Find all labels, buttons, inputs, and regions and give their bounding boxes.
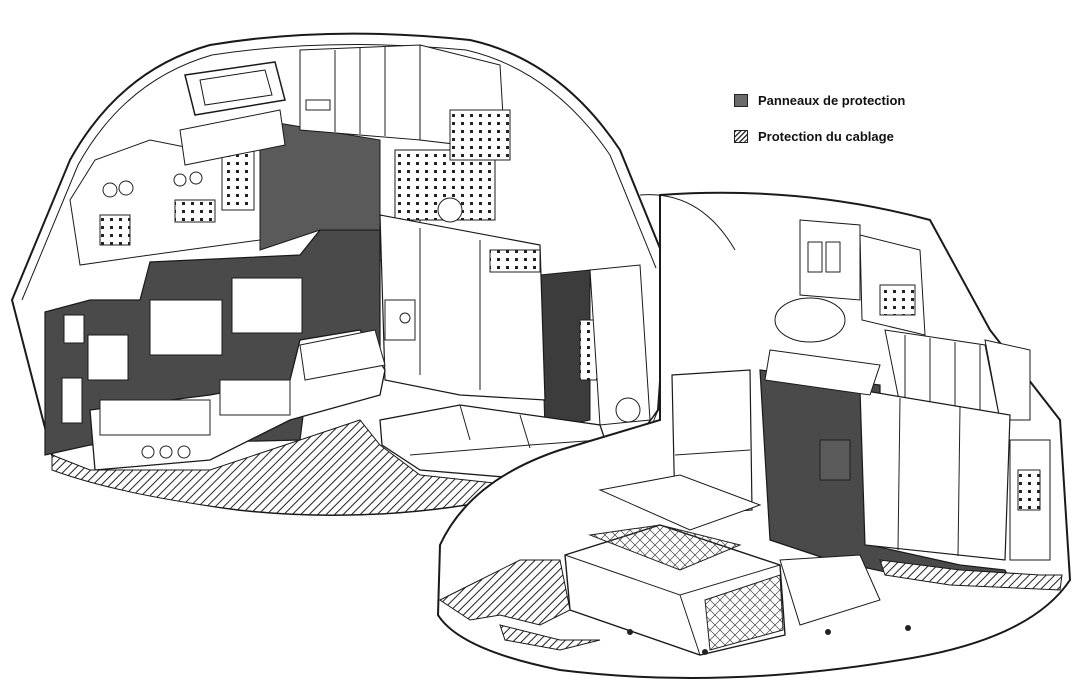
legend-label: Panneaux de protection xyxy=(758,92,906,108)
right-equipment-cabinets xyxy=(859,389,1011,561)
legend-label: Protection du cablage xyxy=(758,128,894,144)
legend-swatch-hatch xyxy=(734,129,748,143)
legend-item-protective-panels: Panneaux de protection xyxy=(734,90,954,110)
right-cabin-cutaway xyxy=(436,191,1072,679)
left-hatch-window xyxy=(184,61,286,116)
right-floor-cable-protection xyxy=(439,559,571,626)
legend-item-cable-protection: Protection du cablage xyxy=(734,126,954,146)
legend: Panneaux de protection Protection du cab… xyxy=(734,90,954,162)
legend-swatch-solid xyxy=(734,93,748,107)
left-cabin-cutaway xyxy=(10,32,670,516)
